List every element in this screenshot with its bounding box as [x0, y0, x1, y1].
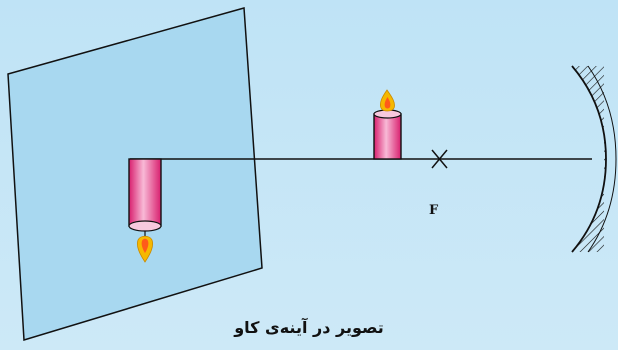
concave-mirror: [571, 65, 617, 253]
object-candle: [373, 89, 402, 160]
focal-point-marker: [431, 149, 448, 169]
figure-caption: تصویر در آینه‌ی کاو: [234, 318, 384, 337]
image-candle: [128, 158, 162, 263]
focal-point-label: F: [429, 203, 439, 218]
